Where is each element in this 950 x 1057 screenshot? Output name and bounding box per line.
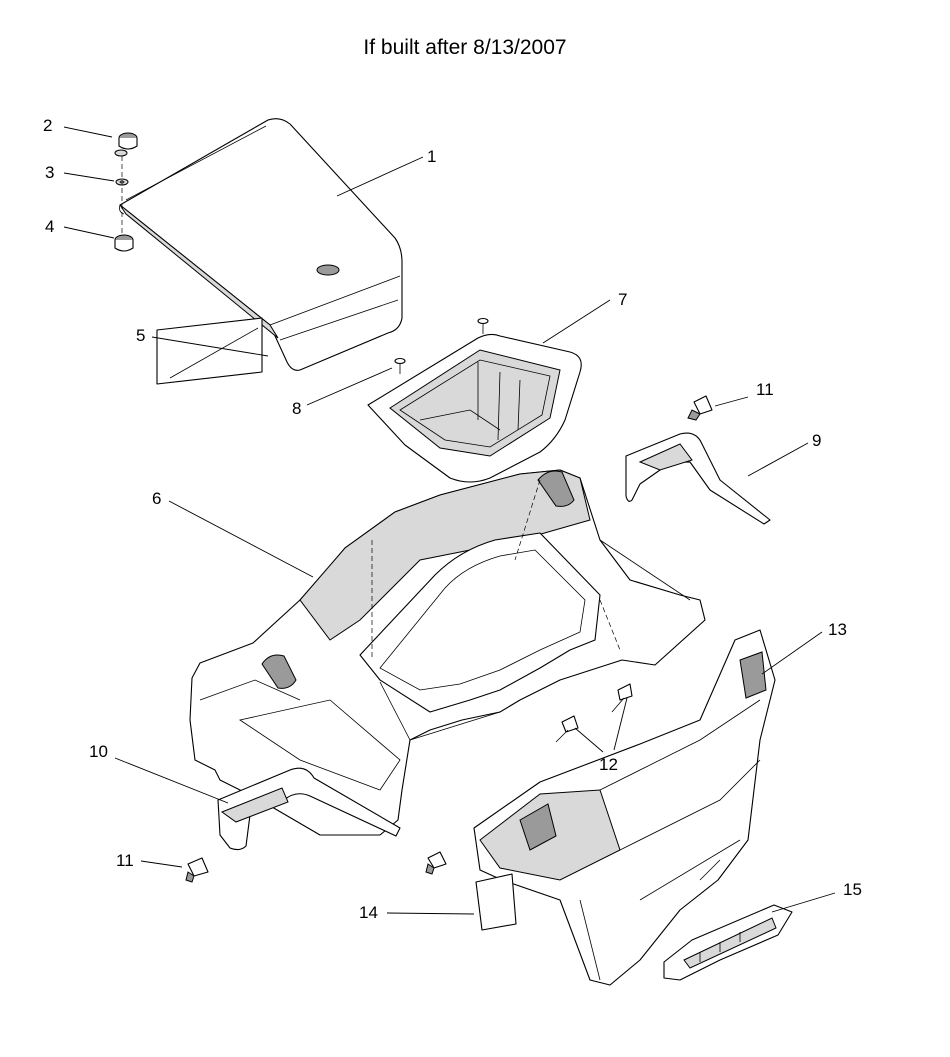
leader-lines <box>63 126 836 915</box>
fastener-loose <box>425 851 447 875</box>
callout-9: 9 <box>812 431 821 450</box>
part-11-rivet-upper <box>687 395 713 421</box>
callout-11-upper: 11 <box>756 380 774 399</box>
part-7-storage-box <box>367 333 582 483</box>
callout-15: 15 <box>843 880 862 899</box>
part-2-lock-cap <box>114 132 138 157</box>
part-1-storage-lid <box>119 118 403 371</box>
callout-3: 3 <box>45 163 54 182</box>
diagram-title: If built after 8/13/2007 <box>363 36 567 59</box>
callout-7: 7 <box>618 290 627 309</box>
part-14-decal <box>475 873 517 931</box>
callout-1: 1 <box>427 147 436 166</box>
callout-13: 13 <box>828 620 847 639</box>
part-11-rivet-lower <box>185 857 209 883</box>
part-4-grommet <box>114 234 134 252</box>
part-10-left-trim <box>217 767 401 851</box>
callout-2: 2 <box>43 116 52 135</box>
callout-8: 8 <box>292 399 301 418</box>
part-15-lower-grille <box>663 904 793 981</box>
part-12-screws <box>555 683 633 743</box>
part-9-right-trim <box>625 432 771 525</box>
part-8-screw <box>394 317 489 374</box>
part-13-front-bumper <box>473 629 776 986</box>
part-6-front-body <box>189 469 706 836</box>
callout-11-lower: 11 <box>116 851 134 870</box>
callout-10: 10 <box>89 742 108 761</box>
callout-4: 4 <box>45 217 54 236</box>
callout-labels: 2 3 4 1 5 7 8 11 9 6 10 11 12 13 14 15 <box>43 116 862 922</box>
part-5-decal <box>156 317 263 385</box>
callout-12: 12 <box>599 755 618 774</box>
callout-5: 5 <box>136 326 145 345</box>
callout-6: 6 <box>152 489 161 508</box>
callout-14: 14 <box>359 903 378 922</box>
